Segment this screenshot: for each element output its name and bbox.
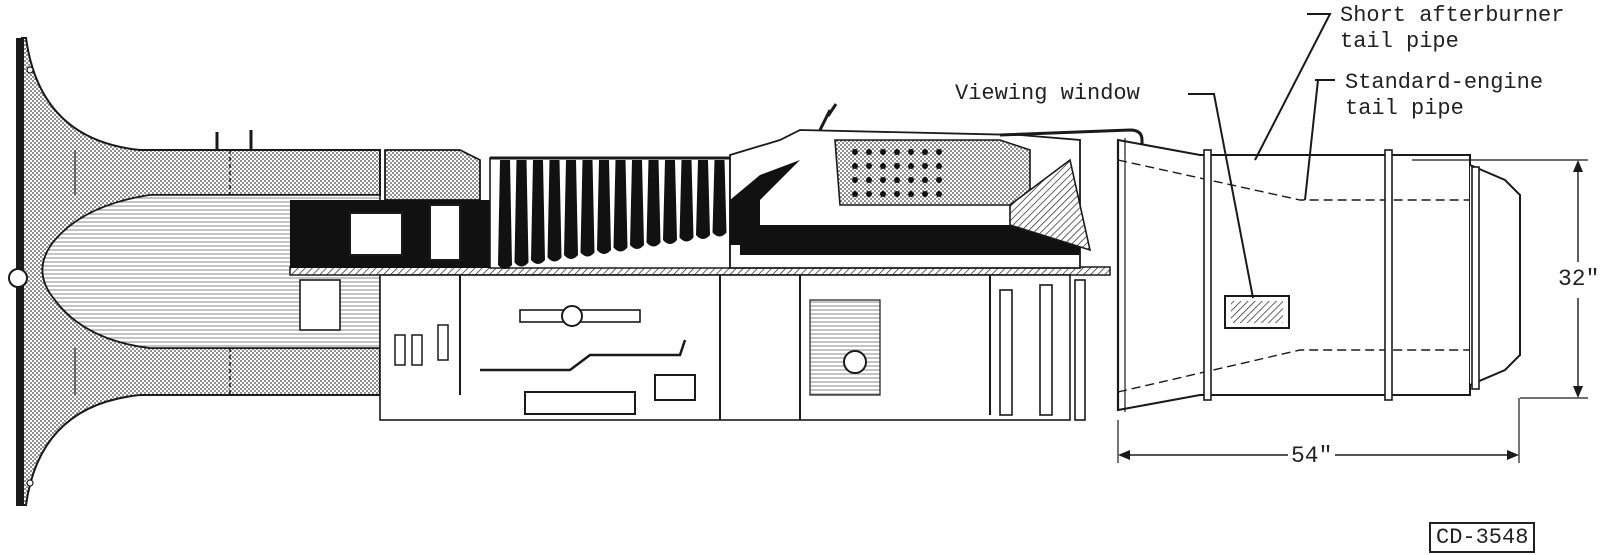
combustor-hole bbox=[922, 149, 928, 155]
label-short-afterburner-line2: tail pipe bbox=[1340, 29, 1459, 54]
combustor-hole bbox=[894, 177, 900, 183]
compressor-blade bbox=[597, 160, 611, 254]
compressor-blade bbox=[712, 160, 727, 237]
combustor-hole bbox=[936, 177, 942, 183]
height-dimension bbox=[1412, 159, 1588, 399]
compressor-blade bbox=[580, 160, 595, 257]
compressor-blade bbox=[564, 160, 578, 259]
combustor-hole bbox=[922, 163, 928, 169]
compressor-blade bbox=[514, 160, 529, 267]
combustor-hole bbox=[866, 149, 872, 155]
label-standard-engine-line1: Standard-engine bbox=[1345, 70, 1544, 95]
combustor-hole bbox=[894, 163, 900, 169]
combustor-hole bbox=[894, 149, 900, 155]
figure-code-badge: CD-3548 bbox=[1429, 522, 1536, 553]
combustor-hole bbox=[880, 191, 886, 197]
compressor-blade bbox=[630, 160, 644, 249]
compressor-blade bbox=[696, 160, 710, 239]
combustor-holes bbox=[852, 149, 942, 197]
label-standard-engine: Standard-engine tail pipe bbox=[1345, 70, 1543, 122]
label-length-dimension: 54" bbox=[1288, 443, 1336, 469]
combustor-hole bbox=[866, 191, 872, 197]
combustor-section bbox=[729, 103, 1144, 269]
combustor-hole bbox=[866, 177, 872, 183]
compressor-blade bbox=[646, 160, 661, 247]
combustor-hole bbox=[866, 163, 872, 169]
label-short-afterburner-line1: Short afterburner bbox=[1340, 3, 1565, 28]
tail-pipe bbox=[1116, 138, 1521, 412]
compressor-blade bbox=[547, 160, 562, 262]
combustor-hole bbox=[908, 163, 914, 169]
combustor-hole bbox=[880, 163, 886, 169]
combustor-hole bbox=[908, 149, 914, 155]
label-standard-engine-line2: tail pipe bbox=[1345, 96, 1464, 121]
combustor-hole bbox=[880, 149, 886, 155]
compressor-section bbox=[290, 149, 731, 269]
combustor-hole bbox=[880, 177, 886, 183]
compressor-blade bbox=[498, 160, 512, 269]
viewing-window bbox=[1224, 295, 1290, 329]
combustor-hole bbox=[922, 177, 928, 183]
combustor-hole bbox=[852, 149, 858, 155]
combustor-hole bbox=[936, 149, 942, 155]
combustor-hole bbox=[936, 191, 942, 197]
compressor-blade bbox=[613, 160, 628, 252]
leader-lines bbox=[1188, 13, 1335, 299]
combustor-hole bbox=[936, 163, 942, 169]
compressor-blade bbox=[531, 160, 545, 264]
compressor-blades bbox=[498, 160, 727, 269]
combustor-hole bbox=[908, 177, 914, 183]
compressor-blade bbox=[679, 160, 694, 242]
label-viewing-window: Viewing window bbox=[955, 81, 1140, 106]
label-short-afterburner: Short afterburner tail pipe bbox=[1340, 3, 1564, 55]
combustor-hole bbox=[894, 191, 900, 197]
combustor-hole bbox=[852, 177, 858, 183]
combustor-hole bbox=[852, 163, 858, 169]
label-height-dimension: 32" bbox=[1558, 266, 1600, 292]
combustor-hole bbox=[852, 191, 858, 197]
combustor-hole bbox=[908, 191, 914, 197]
accessory-section bbox=[299, 274, 1086, 421]
compressor-blade bbox=[663, 160, 677, 244]
combustor-hole bbox=[922, 191, 928, 197]
